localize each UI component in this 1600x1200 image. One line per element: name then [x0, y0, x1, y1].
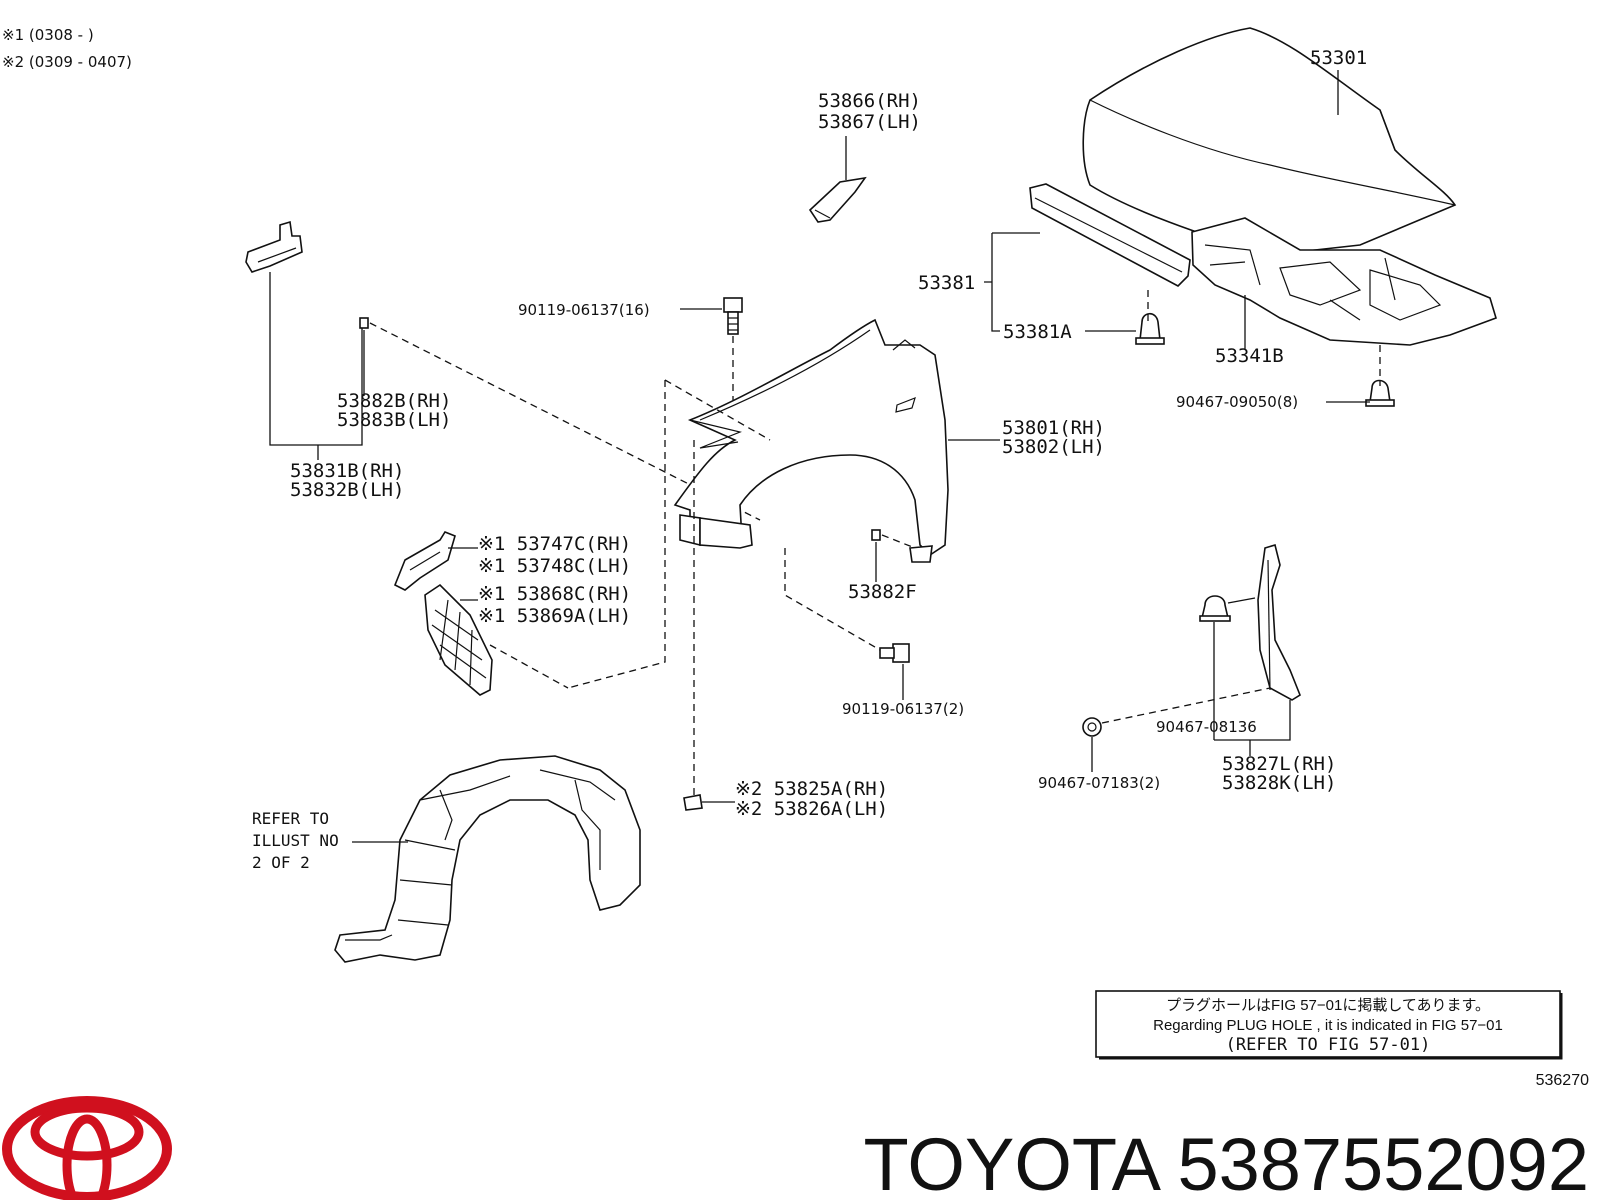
label-53828k: 53828K(LH) — [1222, 772, 1336, 794]
label-53381: 53381 — [918, 272, 975, 294]
label-53381a: 53381A — [1003, 321, 1072, 343]
label-53866: 53866(RH) — [818, 90, 921, 112]
label-53825a: ※2 53825A(RH) — [735, 778, 888, 800]
mudguard-53827l — [1257, 543, 1301, 701]
label-53832b: 53832B(LH) — [290, 479, 404, 501]
label-53869a: ※1 53869A(LH) — [478, 605, 631, 627]
front-fender-part — [673, 318, 949, 563]
bracket-53831b — [245, 220, 303, 273]
fender-liner-part — [334, 755, 641, 963]
label-53883b: 53883B(LH) — [337, 409, 451, 431]
label-53802: 53802(LH) — [1002, 436, 1105, 458]
part-number: 5387552092 — [1177, 1123, 1589, 1200]
label-53882b: 53882B(RH) — [337, 390, 451, 412]
notice-refer: (REFER TO FIG 57-01) — [1226, 1035, 1431, 1055]
brand-name: TOYOTA — [864, 1123, 1162, 1200]
label-53747c: ※1 53747C(RH) — [478, 533, 631, 555]
bolt-90119-16 — [723, 297, 743, 335]
label-53301: 53301 — [1310, 47, 1367, 69]
refer-line-1: REFER TO — [252, 809, 329, 828]
plug-hole-notice: プラグホールはFIG 57−01に掲載してあります。 Regarding PLU… — [1095, 990, 1563, 1060]
clip-90467-07183 — [1082, 717, 1102, 737]
figure-number: 536270 — [1536, 1072, 1589, 1089]
refer-line-2: ILLUST NO — [252, 831, 339, 850]
dash-07183 — [1101, 687, 1271, 724]
note-1: ※1 (0308 - ) — [2, 26, 94, 44]
label-53748c: ※1 53748C(LH) — [478, 555, 631, 577]
label-53801: 53801(RH) — [1002, 417, 1105, 439]
label-90467-08136: 90467-08136 — [1156, 718, 1257, 736]
seal-53868c — [424, 583, 493, 696]
leader-53381 — [984, 232, 1040, 332]
clip-53825a — [683, 794, 703, 811]
hood-seal-part — [1029, 183, 1191, 287]
dash-fender-left — [567, 380, 666, 689]
label-53882f: 53882F — [848, 581, 917, 603]
hood-inner-panel — [1191, 217, 1497, 346]
notice-english: Regarding PLUG HOLE , it is indicated in… — [1153, 1017, 1503, 1034]
clip-53882b — [359, 317, 369, 329]
bolt-90119-2 — [879, 643, 910, 663]
leader-08136-top — [1227, 597, 1256, 604]
bracket-53747c — [393, 531, 456, 591]
dash-53882f — [881, 534, 916, 549]
label-90119-16: 90119-06137(16) — [518, 301, 650, 319]
clip-90467-08136 — [1199, 595, 1231, 622]
label-53868c: ※1 53868C(RH) — [478, 583, 631, 605]
label-90119-2: 90119-06137(2) — [842, 700, 964, 718]
clip-53381a — [1135, 312, 1165, 345]
refer-line-3: 2 OF 2 — [252, 853, 310, 872]
notice-japanese: プラグホールはFIG 57−01に掲載してあります。 — [1166, 997, 1490, 1014]
fender-garnish-part — [808, 176, 867, 223]
label-90467-09050: 90467-09050(8) — [1176, 393, 1298, 411]
label-53341b: 53341B — [1215, 345, 1284, 367]
label-53867: 53867(LH) — [818, 111, 921, 133]
toyota-logo — [2, 1096, 172, 1200]
clip-90467-09050 — [1365, 379, 1395, 407]
hood-part — [1082, 27, 1457, 256]
label-53831b: 53831B(RH) — [290, 460, 404, 482]
note-2: ※2 (0309 - 0407) — [2, 53, 132, 71]
label-53826a: ※2 53826A(LH) — [735, 798, 888, 820]
dash-fender-top — [664, 379, 771, 441]
leader-53827l — [1213, 622, 1291, 741]
dash-53868c — [489, 644, 569, 689]
brand-part-line: TOYOTA 5387552092 — [864, 1123, 1589, 1200]
label-53827l: 53827L(RH) — [1222, 753, 1336, 775]
leader-53831b — [269, 272, 363, 446]
dash-90119-2 — [784, 548, 881, 651]
label-90467-07183: 90467-07183(2) — [1038, 774, 1160, 792]
clip-53882f — [871, 529, 881, 541]
